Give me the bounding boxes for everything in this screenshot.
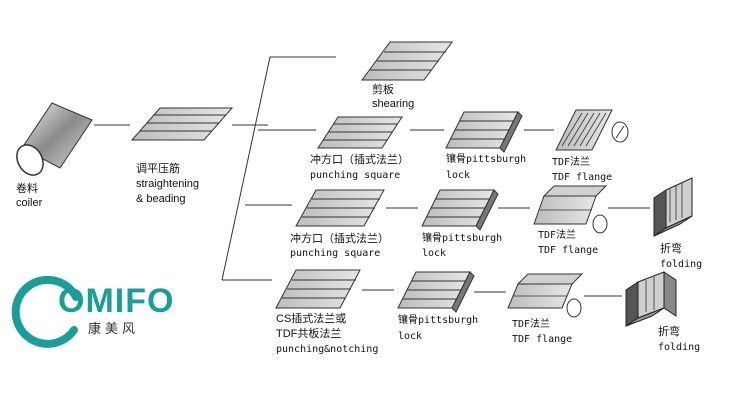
row3-cs-label-cn1: CS插式法兰或: [276, 313, 347, 325]
row2-lock-label-cn: 镶骨pittsburgh: [422, 233, 503, 244]
row2-fold-label-en: folding: [660, 259, 703, 270]
row1-tdf-label-cn: TDF法兰: [552, 157, 591, 168]
row3-lock-label-cn: 镶骨pittsburgh: [398, 315, 479, 326]
row2-punch-plate: [295, 189, 385, 227]
row1-lock-label-en: lock: [446, 170, 471, 181]
row2-punch-label-en: punching square: [290, 248, 381, 259]
row2-fold-label-cn: 折弯: [660, 243, 682, 255]
row1-punch-label-cn: 冲方口（插式法兰）: [310, 154, 409, 166]
row2-tdf-label-cn: TDF法兰: [538, 230, 577, 241]
row3-tdf-label-en: TDF flange: [512, 334, 573, 345]
shearing-plate: [361, 41, 453, 81]
row1-lock-plate: [445, 111, 523, 153]
row1-tdf-label-en: TDF flange: [552, 172, 613, 183]
coiler-label-en: coiler: [16, 197, 43, 209]
shearing-label-cn: 剪板: [372, 84, 394, 96]
row3-lock-plate: [397, 271, 475, 313]
logo-mark: [11, 275, 80, 348]
row1-lock-label-cn: 镶骨pittsburgh: [446, 154, 527, 165]
row2-tdf-box: [533, 185, 608, 234]
coiler-roll: [16, 102, 93, 176]
row3-fold-label-en: folding: [658, 342, 701, 353]
row1-punch-plate: [317, 116, 403, 149]
straightening-label-cn: 调平压筋: [136, 163, 180, 175]
coiler-label-cn: 卷料: [16, 183, 38, 195]
row2-folding-box: [653, 177, 693, 237]
logo-text: OMIFO: [58, 282, 175, 320]
row2-lock-plate: [421, 189, 499, 231]
row2-tdf-label-en: TDF flange: [538, 245, 599, 256]
row1-punch-label-en: punching square: [310, 170, 401, 181]
row2-lock-label-en: lock: [422, 248, 447, 259]
row1-tdf-plate: [555, 109, 629, 151]
row3-lock-label-en: lock: [398, 331, 423, 342]
row3-tdf-label-cn: TDF法兰: [512, 319, 551, 330]
row3-cs-label-cn2: TDF共板法兰: [276, 328, 342, 340]
row3-tdf-box: [507, 273, 584, 318]
straightening-label-en2: & beading: [136, 193, 186, 205]
row2-punch-label-cn: 冲方口（插式法兰）: [290, 233, 389, 245]
flow-connectors: [94, 56, 650, 297]
row3-cs-label-en: punching&notching: [276, 344, 379, 355]
row3-folding-box: [625, 271, 677, 327]
shearing-label-en: shearing: [372, 98, 415, 110]
logo-chinese: 康美风: [88, 322, 140, 337]
row3-fold-label-cn: 折弯: [658, 326, 680, 338]
straightening-plate: [130, 107, 234, 141]
straightening-label-en1: straightening: [136, 178, 199, 190]
row3-cs-plate: [275, 269, 361, 309]
